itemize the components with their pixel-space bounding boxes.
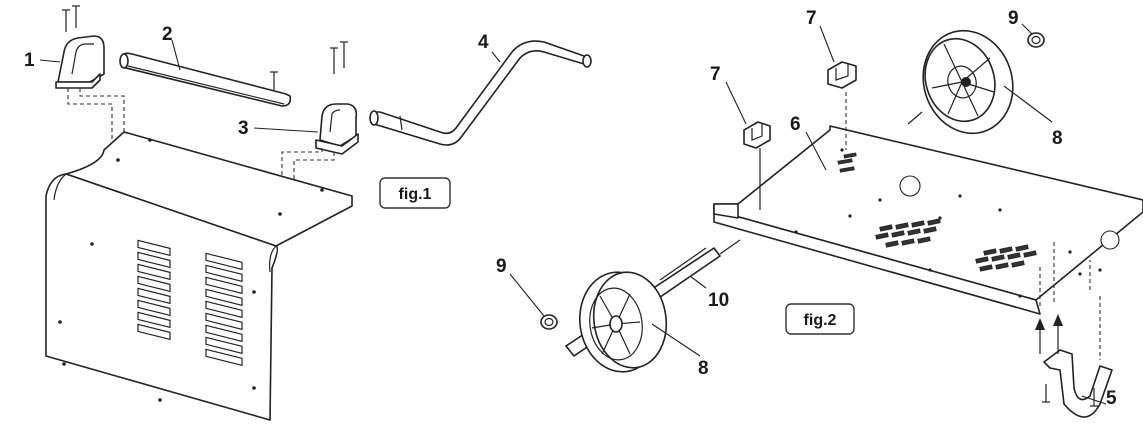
callout-9-top: 9 (1008, 8, 1019, 29)
callout-7-left: 7 (710, 64, 721, 85)
plate-vents-right (975, 244, 1037, 272)
callout-4: 4 (478, 32, 489, 53)
callout-7-right: 7 (806, 8, 817, 29)
fig2-label: fig.2 (804, 312, 837, 329)
wheel-top (907, 29, 1014, 135)
callout-10: 10 (708, 290, 729, 311)
screw-group-right (330, 41, 348, 74)
wheel-bottom (578, 271, 668, 373)
callout-9-bottom: 9 (496, 256, 507, 277)
callout-1: 1 (24, 50, 35, 71)
callout-5: 5 (1106, 388, 1117, 409)
vent-louvers-right (205, 252, 243, 367)
fig2-assembly: 7 7 6 9 8 9 10 8 5 fig.2 (496, 8, 1143, 418)
callout-3: 3 (238, 118, 249, 139)
screw-group-left (62, 5, 80, 32)
fig1-assembly: 1 2 3 4 fig.1 (24, 5, 592, 421)
bracket-left (743, 121, 771, 210)
callout-6: 6 (790, 114, 801, 135)
screw-tube (270, 71, 278, 90)
cap-bottom (540, 314, 558, 330)
plate-vents-left (875, 218, 941, 248)
fig1-label-box (379, 177, 451, 209)
cap-top (1027, 32, 1045, 48)
callout-2: 2 (162, 24, 173, 45)
handle-bracket-left (55, 35, 105, 89)
handle-tube (119, 52, 292, 107)
callout-8-bottom: 8 (698, 358, 709, 379)
bracket-right (827, 61, 857, 150)
fig2-label-box (785, 303, 855, 335)
enclosure-top (65, 131, 353, 247)
handle-bar (369, 40, 592, 146)
base-plate (713, 125, 1143, 315)
callout-8-top: 8 (1052, 128, 1063, 149)
fig1-label: fig.1 (399, 186, 432, 203)
vent-louvers-left (137, 239, 171, 341)
handle-bracket-right (315, 103, 359, 155)
enclosure-body (45, 173, 279, 421)
